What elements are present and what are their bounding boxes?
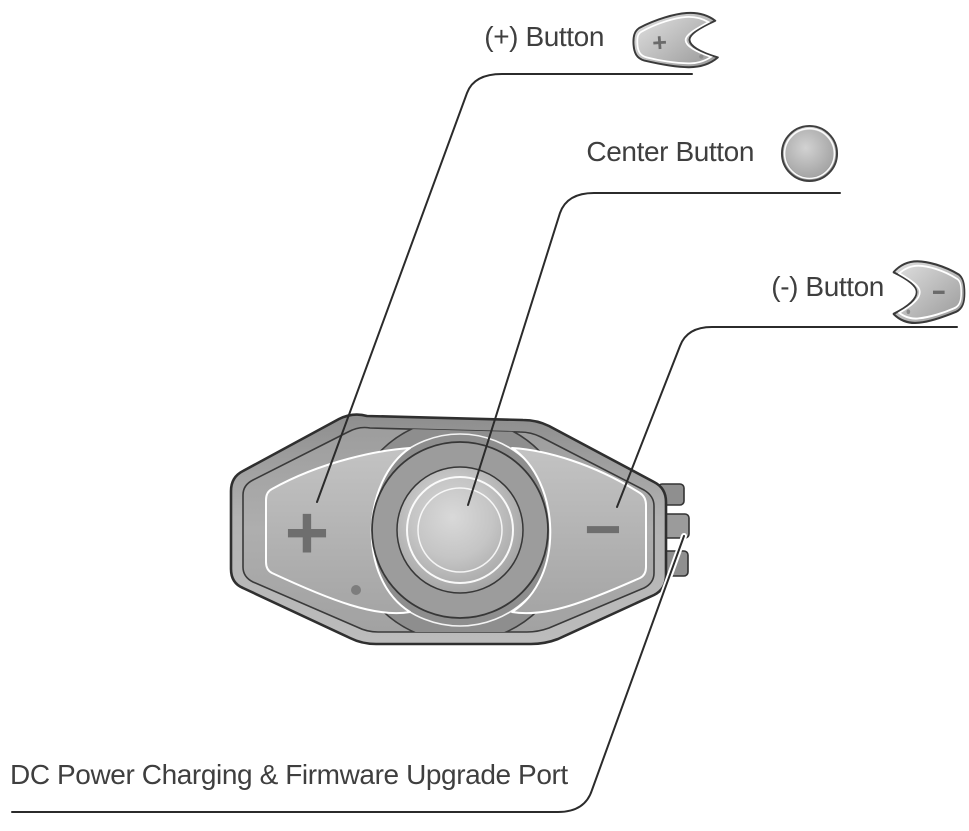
plus-button-icon: + bbox=[632, 11, 719, 69]
center-button-rings bbox=[371, 441, 549, 619]
minus-button-icon: − bbox=[892, 260, 966, 325]
minus-panel bbox=[511, 447, 647, 615]
callout-line-port bbox=[11, 535, 685, 813]
minus-icon-glyph: − bbox=[932, 274, 946, 309]
center-button-icon bbox=[780, 124, 839, 183]
device-plus-symbol: + bbox=[285, 491, 329, 576]
port-label: DC Power Charging & Firmware Upgrade Por… bbox=[10, 759, 568, 790]
callout-line-minus bbox=[616, 326, 958, 508]
callout-line-center bbox=[467, 192, 841, 506]
plus-button-label: (+) Button bbox=[484, 21, 604, 52]
device-minus-symbol: − bbox=[584, 493, 621, 565]
callout-line-plus bbox=[316, 73, 693, 503]
plus-icon-glyph: + bbox=[651, 29, 668, 58]
led-mic-dot bbox=[351, 585, 361, 595]
plus-panel bbox=[265, 447, 411, 615]
minus-button-label: (-) Button bbox=[771, 271, 884, 302]
center-button-label: Center Button bbox=[586, 136, 754, 167]
